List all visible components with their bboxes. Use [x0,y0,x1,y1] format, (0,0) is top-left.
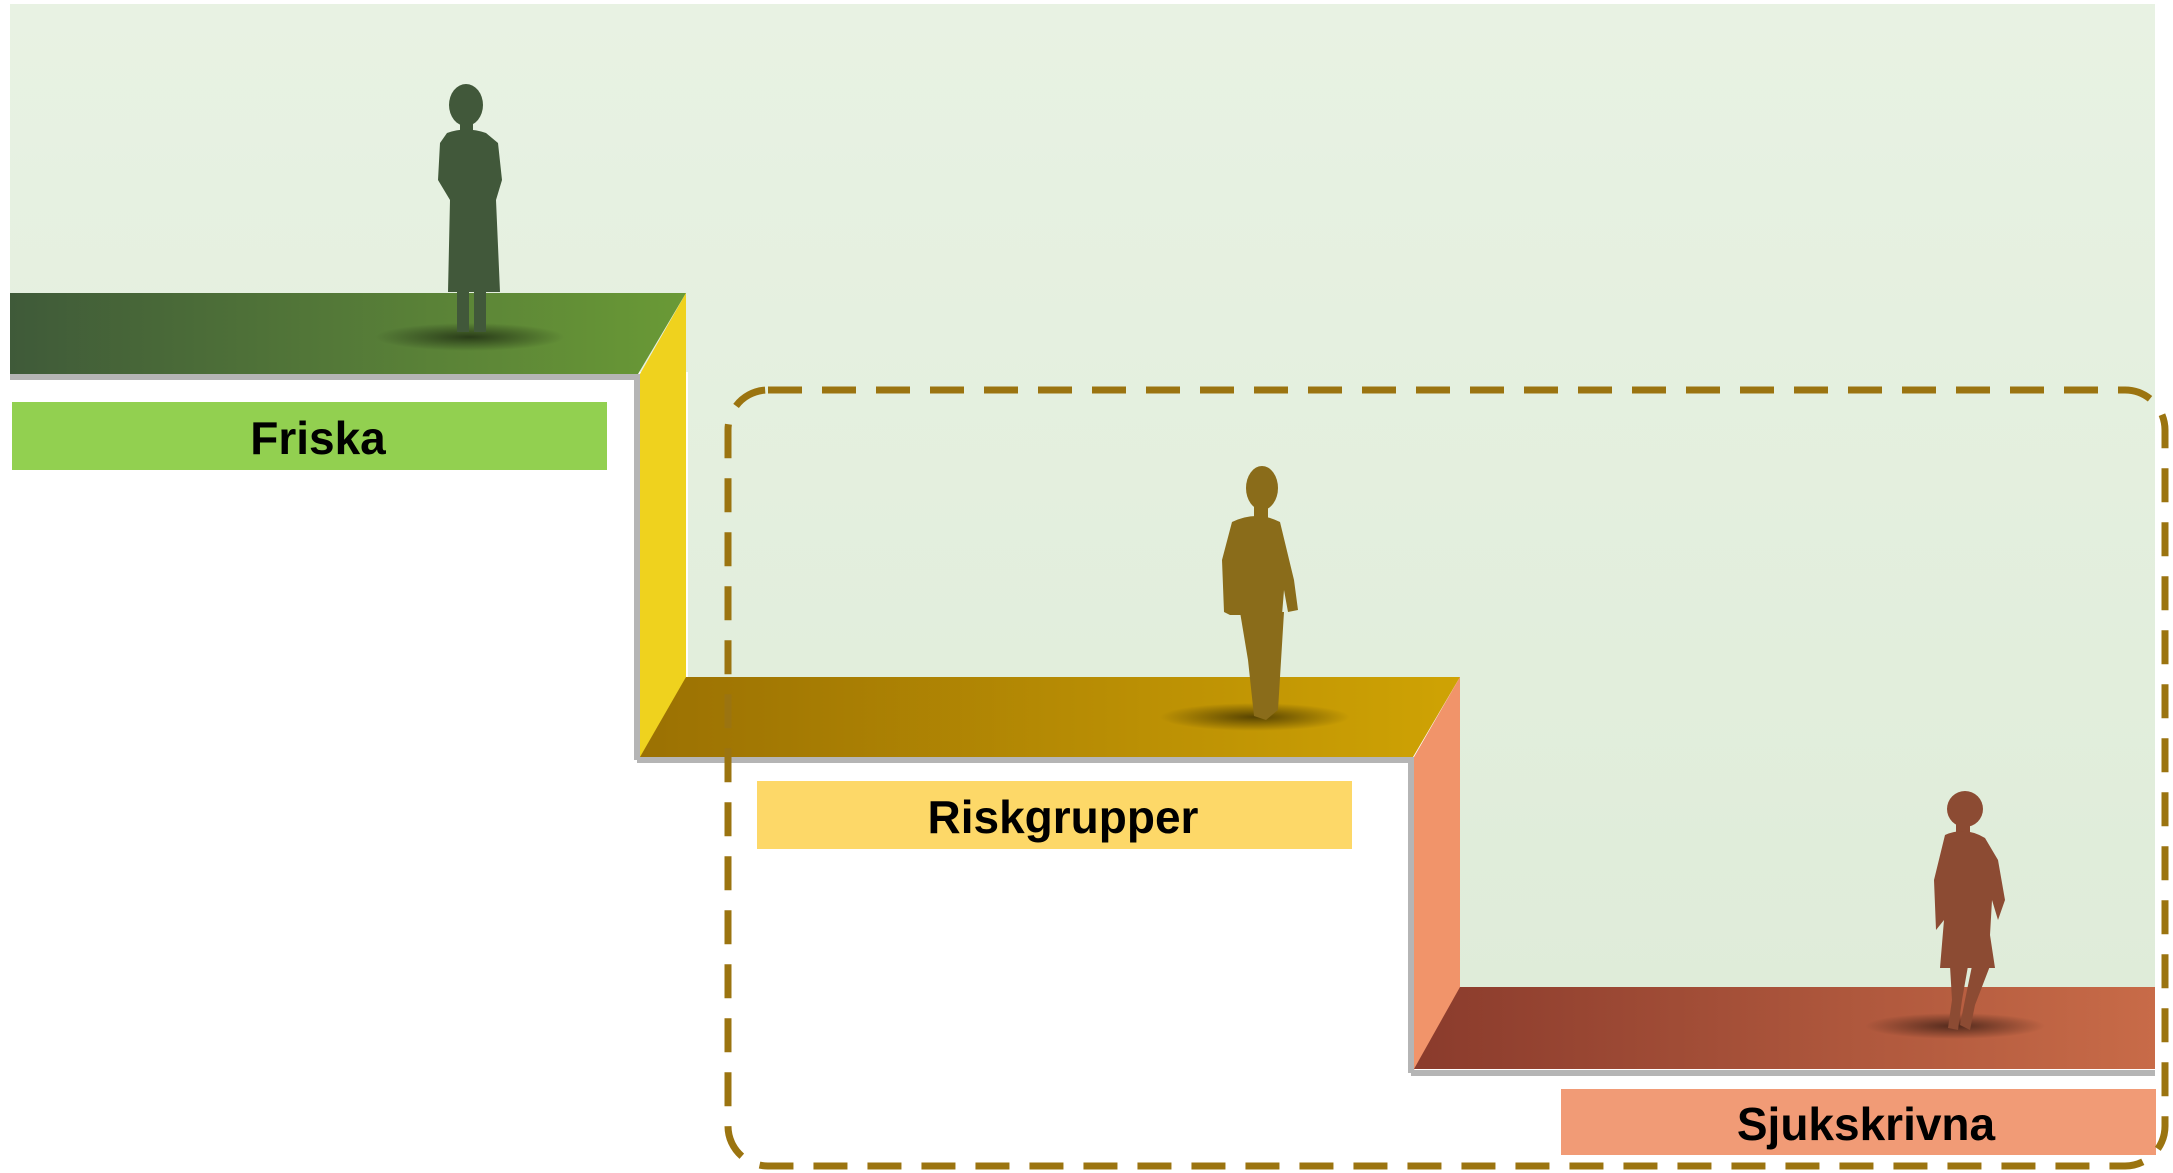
label-friska: Friska [12,402,607,470]
step-floor-friska [10,293,686,374]
label-sjukskrivna: Sjukskrivna [1561,1089,2156,1155]
label-riskgrupper-text: Riskgrupper [928,791,1199,843]
label-riskgrupper: Riskgrupper [757,781,1352,849]
figure-shadow-friska [375,323,565,351]
label-friska-text: Friska [250,412,386,464]
label-sjukskrivna-text: Sjukskrivna [1737,1098,1996,1150]
